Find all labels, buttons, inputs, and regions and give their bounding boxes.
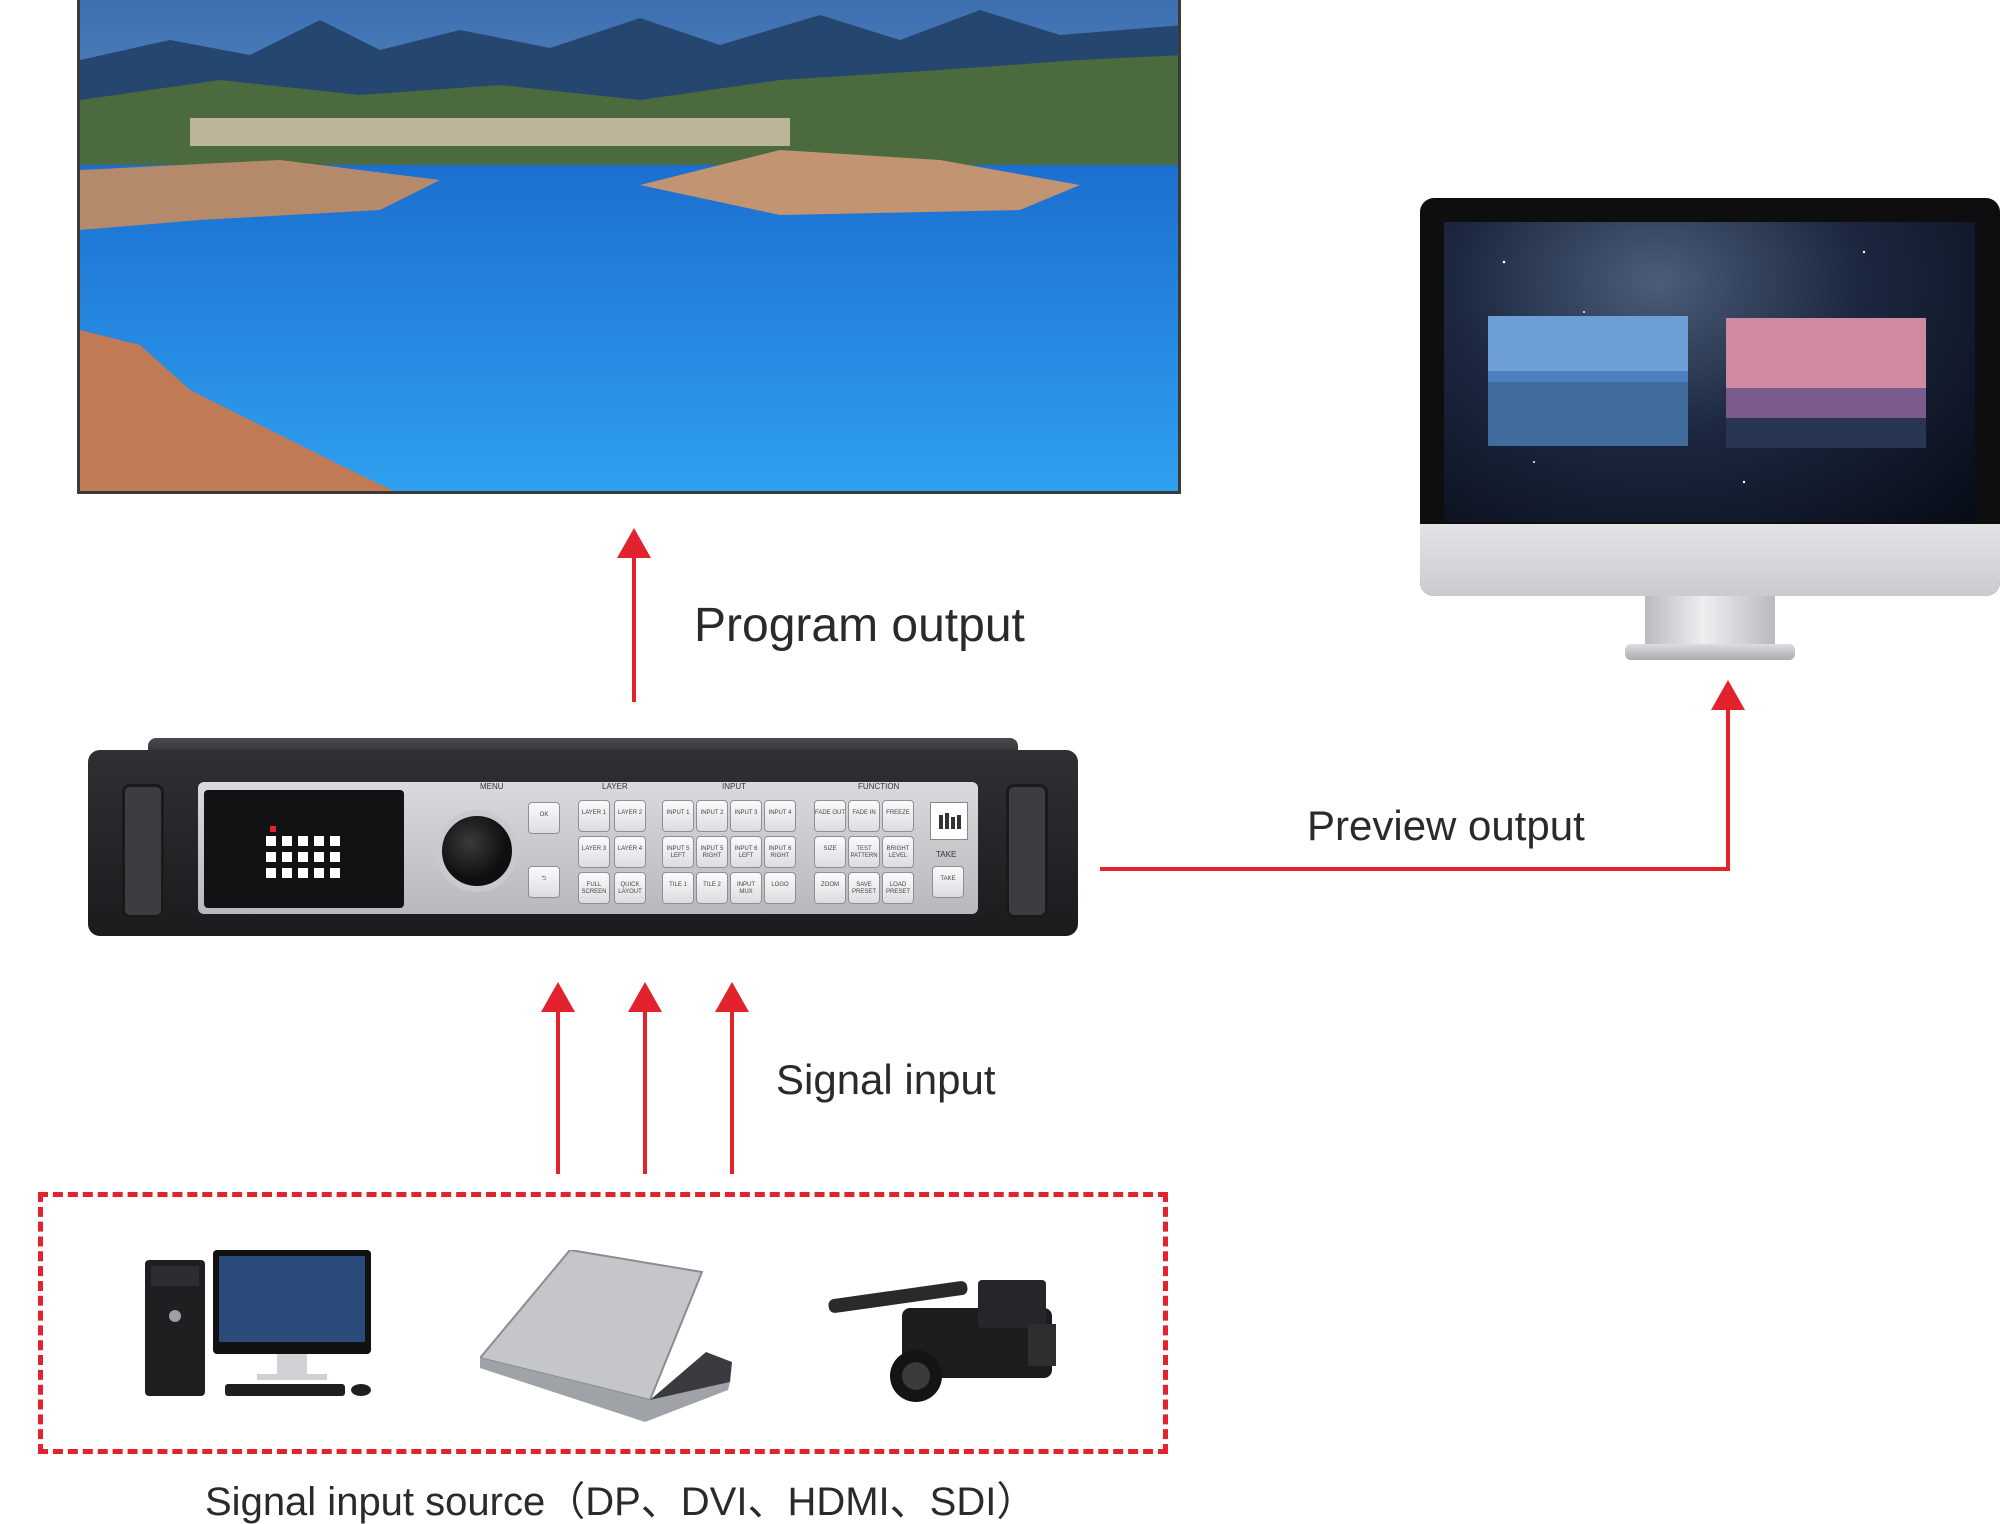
input-5-left-button[interactable]: INPUT 5 LEFT [662, 836, 694, 868]
signal-source-box [38, 1192, 1168, 1454]
quick-layout-button[interactable]: QUICK LAYOUT [614, 872, 646, 904]
preview-output-line [1100, 867, 1730, 871]
preview-output-arrow [1726, 702, 1730, 871]
input-3-button[interactable]: INPUT 3 [730, 800, 762, 832]
arrow-head [617, 528, 651, 558]
function-group-label: FUNCTION [858, 782, 900, 791]
preview-output-label: Preview output [1307, 802, 1585, 849]
monitor-screen [1444, 222, 1975, 522]
layer-3-button[interactable]: LAYER 3 [578, 836, 610, 868]
take-group-label: TAKE [936, 850, 957, 859]
layer-4-button[interactable]: LAYER 4 [614, 836, 646, 868]
monitor-chin [1420, 524, 2000, 596]
freeze-button[interactable]: FREEZE [882, 800, 914, 832]
video-processor: MENU LAYER INPUT FUNCTION OK ⮌ LAYER 1 L… [88, 738, 1078, 944]
monitor-stand [1645, 596, 1775, 646]
load-preset-button[interactable]: LOAD PRESET [882, 872, 914, 904]
fade-out-button[interactable]: FADE OUT [814, 800, 846, 832]
signal-input-label: Signal input [776, 1056, 996, 1103]
arrow-head [715, 982, 749, 1012]
input-group-label: INPUT [722, 782, 746, 791]
input-6-right-button[interactable]: INPUT 6 RIGHT [764, 836, 796, 868]
take-button[interactable]: TAKE [932, 866, 964, 898]
program-output-arrow [632, 552, 636, 702]
preview-windows [1488, 250, 1926, 484]
logo-button[interactable]: LOGO [764, 872, 796, 904]
desktop-computer-icon [145, 1250, 371, 1396]
monitor-base [1625, 644, 1795, 660]
menu-group-label: MENU [480, 782, 504, 791]
save-preset-button[interactable]: SAVE PRESET [848, 872, 880, 904]
device-logo [930, 802, 968, 840]
input-6-left-button[interactable]: INPUT 6 LEFT [730, 836, 762, 868]
signal-input-arrow [730, 1006, 734, 1174]
rack-handle-right [1006, 784, 1048, 918]
signal-input-source-label: Signal input source（DP、DVI、HDMI、SDI） [205, 1480, 1037, 1524]
arrow-head [1711, 680, 1745, 710]
fade-in-button[interactable]: FADE IN [848, 800, 880, 832]
brand-logo [266, 826, 340, 878]
test-pattern-button[interactable]: TEST PATTERN [848, 836, 880, 868]
input-mux-button[interactable]: INPUT MUX [730, 872, 762, 904]
layer-group-label: LAYER [602, 782, 628, 791]
layer-2-button[interactable]: LAYER 2 [614, 800, 646, 832]
laptop-icon [480, 1250, 732, 1422]
back-button[interactable]: ⮌ [528, 866, 560, 898]
arrow-head [628, 982, 662, 1012]
signal-input-arrow [556, 1006, 560, 1174]
size-button[interactable]: SIZE [814, 836, 846, 868]
zoom-button[interactable]: ZOOM [814, 872, 846, 904]
ok-button[interactable]: OK [528, 802, 560, 834]
menu-knob[interactable] [436, 810, 518, 892]
input-4-button[interactable]: INPUT 4 [764, 800, 796, 832]
bright-level-button[interactable]: BRIGHT LEVEL [882, 836, 914, 868]
tile-1-button[interactable]: TILE 1 [662, 872, 694, 904]
rack-handle-left [122, 784, 164, 918]
landscape-image [80, 0, 1178, 491]
led-display-screen [77, 0, 1181, 494]
input-1-button[interactable]: INPUT 1 [662, 800, 694, 832]
tile-2-button[interactable]: TILE 2 [696, 872, 728, 904]
layer-1-button[interactable]: LAYER 1 [578, 800, 610, 832]
signal-input-arrow [643, 1006, 647, 1174]
arrow-head [541, 982, 575, 1012]
input-2-button[interactable]: INPUT 2 [696, 800, 728, 832]
video-camera-icon [828, 1280, 1056, 1402]
full-screen-button[interactable]: FULL SCREEN [578, 872, 610, 904]
preview-monitor [1420, 198, 2000, 668]
input-5-right-button[interactable]: INPUT 5 RIGHT [696, 836, 728, 868]
program-output-label: Program output [694, 599, 1025, 652]
lcd-display [204, 790, 404, 908]
